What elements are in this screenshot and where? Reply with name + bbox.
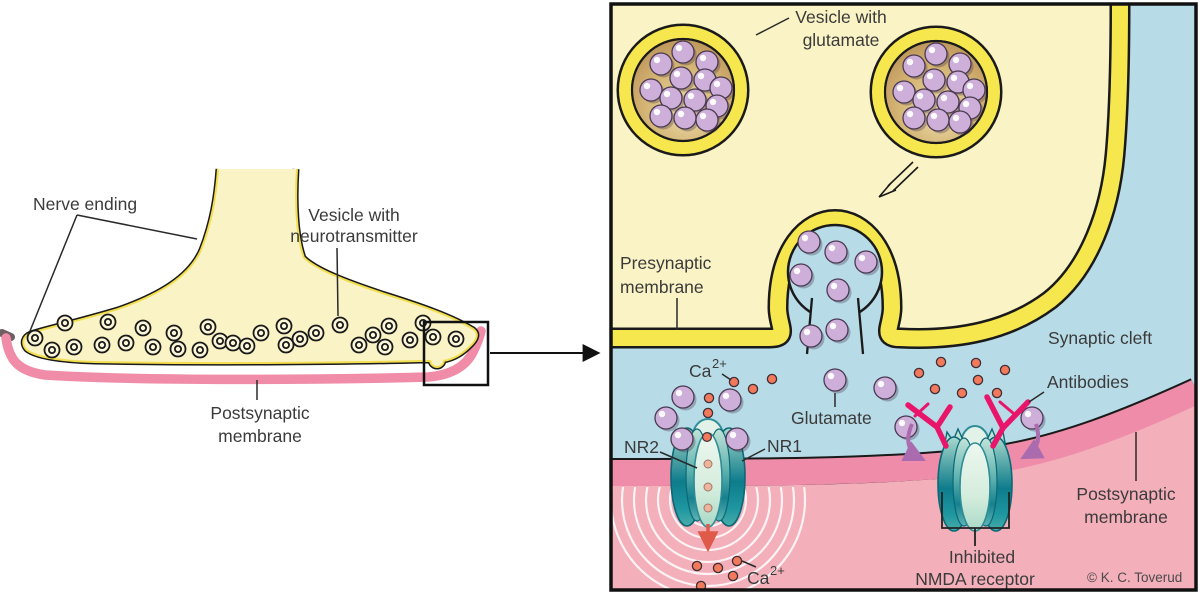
- magnified-panel-border: [609, 2, 1198, 592]
- calcium-ions-in-channel: [701, 432, 713, 513]
- nerve-ending-shape: [20, 168, 480, 370]
- zoom-region-box: [422, 320, 490, 387]
- label-vesicle-glutamate-line2: glutamate: [803, 30, 880, 50]
- label-postsynaptic-right-line2: membrane: [1084, 507, 1168, 527]
- blocked-arrow-right: [1020, 423, 1045, 460]
- presynaptic-membrane-band: [611, 4, 1131, 349]
- antibody-right: [984, 394, 1031, 449]
- label-vesicle-glutamate-line1: Vesicle with: [795, 7, 886, 27]
- label-antibodies: Antibodies: [1047, 372, 1129, 392]
- antibodies-leader: [1028, 391, 1045, 403]
- label-postsynaptic-line2: membrane: [218, 426, 302, 446]
- vesicle-glutamate-leader: [755, 17, 790, 36]
- nr2-leader: [659, 451, 698, 469]
- label-synaptic-cleft: Synaptic cleft: [1048, 328, 1152, 348]
- svg-text:2+: 2+: [712, 356, 727, 371]
- label-inhibited-line2: NMDA receptor: [915, 569, 1035, 589]
- left-diagram: Nerve ending Vesicle with neurotransmitt…: [0, 168, 601, 446]
- antibody-left: [905, 402, 953, 449]
- inhibited-receptor-bracket: [941, 492, 1010, 546]
- blocked-arrow-left: [901, 423, 926, 461]
- label-calcium-bottom: Ca 2+: [741, 560, 785, 588]
- label-vesicle-line1: Vesicle with: [308, 205, 399, 225]
- vesicle-with-glutamate-right: [869, 25, 1003, 159]
- postsynaptic-cell-region: [611, 405, 1196, 590]
- label-postsynaptic-right-line1: Postsynaptic: [1076, 484, 1175, 504]
- vesicle-fusion-arrow: [878, 161, 919, 198]
- svg-text:Ca: Ca: [747, 568, 770, 588]
- nr1-leader: [741, 448, 766, 462]
- label-postsynaptic-line1: Postsynaptic: [210, 403, 309, 423]
- credit-text: © K. C. Toverud: [1087, 570, 1182, 585]
- postsynaptic-membrane-band: [1, 326, 486, 385]
- label-presynaptic-line1: Presynaptic: [620, 253, 712, 273]
- label-glutamate: Glutamate: [791, 408, 872, 428]
- label-nr1: NR1: [767, 436, 802, 456]
- nerve-ending-leader-lines: [29, 214, 198, 332]
- right-panel: Vesicle with glutamate Presynaptic membr…: [611, 4, 1196, 590]
- svg-text:Ca: Ca: [689, 361, 712, 381]
- label-calcium-top: Ca 2+: [689, 356, 732, 381]
- label-nerve-ending: Nerve ending: [33, 194, 137, 214]
- nmda-receptor-active: [670, 418, 752, 528]
- svg-text:2+: 2+: [770, 563, 785, 578]
- label-vesicle-line2: neurotransmitter: [290, 226, 418, 246]
- label-inhibited-line1: Inhibited: [949, 547, 1015, 567]
- label-nr2: NR2: [624, 437, 659, 457]
- vesicle-with-glutamate-left: [616, 23, 750, 157]
- label-presynaptic-line2: membrane: [620, 277, 704, 297]
- vesicle-leader-line: [336, 247, 339, 317]
- nmda-receptor-inhibited: [937, 425, 1013, 532]
